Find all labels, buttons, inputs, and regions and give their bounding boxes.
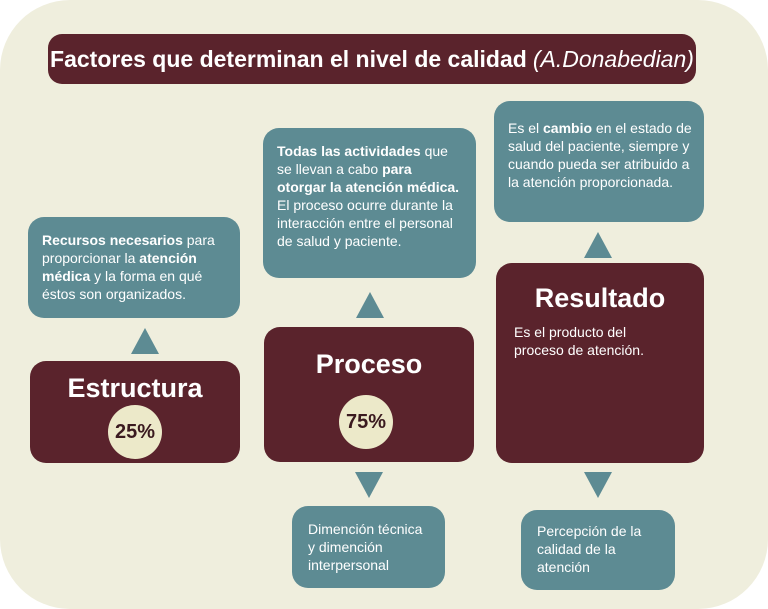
resultado-box: Resultado Es el producto del proceso de … [496, 263, 704, 463]
resultado-below-box: Percepción de la calidad de la atención [521, 510, 675, 590]
title-author: (A.Donabedian) [532, 45, 694, 72]
resultado-description: Es el producto del proceso de atención. [514, 324, 644, 358]
estructura-note: Recursos necesarios para proporcionar la… [28, 217, 240, 318]
proceso-note-text-1: que se llevan a cabo [277, 143, 448, 177]
proceso-up-arrow-icon [356, 292, 384, 318]
resultado-down-arrow-icon [584, 472, 612, 498]
estructura-percent-badge: 25% [108, 405, 162, 459]
proceso-percent-badge: 75% [339, 395, 393, 449]
proceso-below-box: Dimención técnica y dimención interperso… [292, 506, 445, 588]
proceso-heading: Proceso [315, 349, 423, 379]
proceso-box: Proceso 75% [264, 327, 474, 462]
estructura-note-text-1: para proporcionar la [42, 232, 215, 266]
resultado-up-arrow-icon [584, 232, 612, 258]
estructura-note-bold-1: Recursos necesarios [42, 232, 183, 248]
title-text: Factores que determinan el nivel de cali… [50, 45, 527, 72]
estructura-heading: Estructura [67, 373, 203, 403]
proceso-down-arrow-icon [355, 472, 383, 498]
proceso-note-bold-2: para otorgar la atención médica. [277, 161, 460, 195]
proceso-note-bold-1: Todas las actividades [277, 143, 421, 159]
proceso-note: Todas las actividades que se llevan a ca… [263, 128, 476, 278]
resultado-note: Es el cambio en el estado de salud del p… [494, 101, 704, 222]
resultado-note-bold-1: cambio [543, 120, 593, 136]
resultado-below-text: Percepción de la calidad de la atención [537, 523, 642, 575]
resultado-note-text-1: en el estado de salud del paciente, siem… [508, 120, 692, 190]
title-bar: Factores que determinan el nivel de cali… [48, 34, 696, 84]
estructura-note-bold-2: atención médica [42, 250, 197, 284]
proceso-note-text-2: El proceso ocurre durante la interacción… [277, 197, 453, 249]
estructura-note-text-2: y la forma en qué éstos son organizados. [42, 268, 203, 302]
estructura-up-arrow-icon [131, 328, 159, 354]
proceso-below-text: Dimención técnica y dimención interperso… [308, 521, 423, 573]
estructura-box: Estructura 25% [30, 361, 240, 463]
resultado-heading: Resultado [534, 283, 666, 313]
resultado-note-text-0: Es el [508, 120, 544, 136]
